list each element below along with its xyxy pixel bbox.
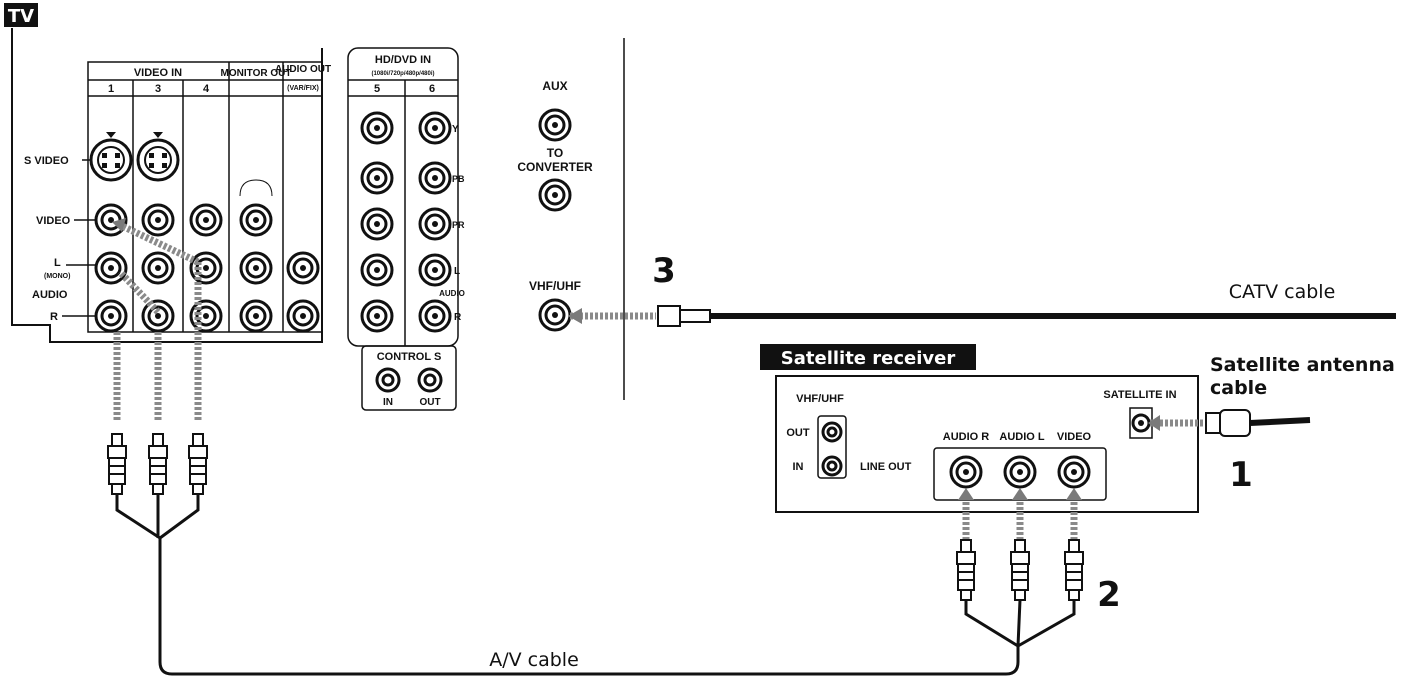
hd6-pb-jack[interactable] xyxy=(418,161,452,195)
y-label: Y xyxy=(452,124,459,135)
col-4-label: 4 xyxy=(203,83,210,95)
hd6-pr-jack[interactable] xyxy=(418,207,452,241)
audio-row-label: AUDIO xyxy=(32,289,68,301)
to-converter-jack[interactable] xyxy=(538,178,572,212)
pr-label: PR xyxy=(452,220,465,230)
converter-label: CONVERTER xyxy=(517,160,593,174)
r-row-label: R xyxy=(50,311,58,323)
audio-out-l-jack[interactable] xyxy=(286,251,320,285)
control-s-out-label: OUT xyxy=(419,397,440,408)
tv-vhfuhf-label: VHF/UHF xyxy=(529,279,581,293)
receiver-video-label: VIDEO xyxy=(1057,431,1092,443)
audio-out-sub: (VAR/FIX) xyxy=(287,85,319,92)
hd6-l-jack[interactable] xyxy=(418,253,452,287)
svideo-label: S VIDEO xyxy=(24,155,69,167)
monitor-out-header: MONITOR OUT xyxy=(221,68,292,79)
col-5-label: 5 xyxy=(374,83,380,95)
control-s-panel: CONTROL S IN OUT xyxy=(361,345,457,411)
hd-r-label: R xyxy=(454,312,462,323)
aux-label: AUX xyxy=(542,79,567,93)
video-row-label: VIDEO xyxy=(36,215,71,227)
satellite-receiver-label: Satellite receiver xyxy=(781,348,956,369)
video-in-4-jack[interactable] xyxy=(189,203,223,237)
tv-av-arrows xyxy=(112,218,202,420)
monitor-curve xyxy=(239,179,273,197)
l-row-label: L xyxy=(54,257,61,269)
step-2: 2 xyxy=(1097,575,1121,615)
audio-r-in-4-jack[interactable] xyxy=(189,299,223,333)
satellite-antenna-cable xyxy=(1148,409,1311,437)
monitor-out-l-jack[interactable] xyxy=(239,251,273,285)
av-cable xyxy=(115,494,1076,676)
audio-out-r-jack[interactable] xyxy=(286,299,320,333)
mono-label: (MONO) xyxy=(44,273,70,280)
aux-jack[interactable] xyxy=(538,108,572,142)
tv-plug-audio-r xyxy=(107,433,127,495)
satellite-receiver-panel: VHF/UHF OUT IN LINE OUT AUDIO R AUDIO L … xyxy=(775,375,1199,513)
tv-badge: TV xyxy=(4,3,38,27)
line-out-label: LINE OUT xyxy=(860,461,912,473)
audio-r-label: AUDIO R xyxy=(943,431,990,443)
catv-cable xyxy=(568,305,1396,327)
hd6-r-jack[interactable] xyxy=(418,299,452,333)
audio-l-in-3-jack[interactable] xyxy=(141,251,175,285)
receiver-audio-l-jack[interactable] xyxy=(1003,455,1037,489)
col-6-label: 6 xyxy=(429,83,435,95)
tv-plug-video xyxy=(188,433,208,495)
audio-out-header: AUDIO OUT xyxy=(275,64,331,75)
svideo-jack-3[interactable] xyxy=(136,132,180,182)
receiver-vhfuhf-label: VHF/UHF xyxy=(796,393,844,405)
audio-r-in-1-jack[interactable] xyxy=(94,299,128,333)
audio-l-in-1-jack[interactable] xyxy=(94,251,128,285)
hd-audio-label: AUDIO xyxy=(439,289,465,298)
receiver-plug-audio-r xyxy=(956,539,976,601)
video-in-header: VIDEO IN xyxy=(134,67,182,79)
receiver-video-jack[interactable] xyxy=(1057,455,1091,489)
satellite-antenna-label-1: Satellite antenna xyxy=(1210,354,1395,376)
video-in-3-jack[interactable] xyxy=(141,203,175,237)
col-1-label: 1 xyxy=(108,83,114,95)
hddvd-in-panel: HD/DVD IN (1080i/720p/480p/480i) 5 6 Y P… xyxy=(347,47,465,347)
hd5-pr-jack[interactable] xyxy=(360,207,394,241)
hd-l-label: L xyxy=(454,266,460,277)
hd5-pb-jack[interactable] xyxy=(360,161,394,195)
hd5-y-jack[interactable] xyxy=(360,111,394,145)
catv-label: CATV cable xyxy=(1229,281,1336,303)
monitor-out-video-jack[interactable] xyxy=(239,203,273,237)
col-3-label: 3 xyxy=(155,83,161,95)
tv-plug-audio-l xyxy=(148,433,168,495)
to-label: TO xyxy=(547,146,563,160)
hd5-r-jack[interactable] xyxy=(360,299,394,333)
receiver-av-arrows xyxy=(958,488,1082,540)
receiver-plug-video xyxy=(1064,539,1084,601)
video-in-panel: VIDEO IN 1 3 4 MONITOR OUT AUDIO OUT (VA… xyxy=(87,61,331,333)
receiver-plug-audio-l xyxy=(1010,539,1030,601)
hd5-l-jack[interactable] xyxy=(360,253,394,287)
step-1: 1 xyxy=(1229,455,1253,495)
satellite-antenna-label-2: cable xyxy=(1210,377,1267,399)
satellite-receiver-badge: Satellite receiver xyxy=(760,344,976,370)
control-s-label: CONTROL S xyxy=(377,351,442,363)
receiver-out-label: OUT xyxy=(786,427,810,439)
pb-label: PB xyxy=(452,174,465,184)
step-3: 3 xyxy=(652,251,676,291)
tv-badge-label: TV xyxy=(8,6,34,27)
satellite-in-label: SATELLITE IN xyxy=(1103,389,1176,401)
control-s-in-label: IN xyxy=(383,397,393,408)
tv-vhfuhf-jack[interactable] xyxy=(538,298,572,332)
receiver-audio-r-jack[interactable] xyxy=(949,455,983,489)
hddvd-header: HD/DVD IN xyxy=(375,54,431,66)
av-cable-label: A/V cable xyxy=(489,649,579,671)
hddvd-sub: (1080i/720p/480p/480i) xyxy=(371,71,434,77)
receiver-in-label: IN xyxy=(793,461,804,473)
audio-l-label: AUDIO L xyxy=(999,431,1045,443)
hd6-y-jack[interactable] xyxy=(418,111,452,145)
svideo-jack-1[interactable] xyxy=(89,132,133,182)
monitor-out-r-jack[interactable] xyxy=(239,299,273,333)
